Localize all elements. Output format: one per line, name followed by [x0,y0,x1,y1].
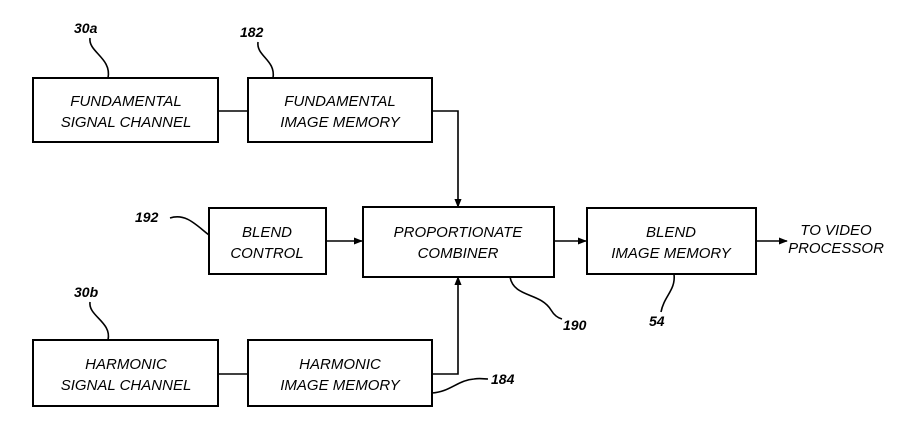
ref-numeral-190: 190 [563,317,587,333]
block-harmonic-image-memory-line2: IMAGE MEMORY [280,377,400,394]
output-label-line1: TO VIDEO [800,222,872,239]
leader-line-192 [170,217,209,235]
leader-line-54 [661,274,674,312]
ref-30b-group: 30b [74,284,108,340]
block-blend-control: BLEND CONTROL [209,208,326,274]
block-fundamental-signal-channel: FUNDAMENTAL SIGNAL CHANNEL [33,78,218,142]
block-harmonic-image-memory: HARMONIC IMAGE MEMORY [248,340,432,406]
block-harmonic-signal-channel: HARMONIC SIGNAL CHANNEL [33,340,218,406]
block-fundamental-image-memory-line2: IMAGE MEMORY [280,114,400,131]
ref-numeral-54: 54 [649,313,665,329]
ref-numeral-182: 182 [240,24,264,40]
leader-line-30b [90,302,109,340]
ref-182-group: 182 [240,24,273,78]
leader-line-184 [432,379,488,393]
ref-numeral-184: 184 [491,371,515,387]
block-fundamental-image-memory-line1: FUNDAMENTAL [284,93,395,110]
ref-192-group: 192 [135,209,209,235]
output-label-line2: PROCESSOR [788,240,884,257]
block-fundamental-signal-channel-line1: FUNDAMENTAL [70,93,181,110]
block-harmonic-signal-channel-line1: HARMONIC [85,356,167,373]
block-proportionate-combiner-line1: PROPORTIONATE [394,224,524,241]
output-label: TO VIDEO PROCESSOR [788,222,884,257]
leader-line-190 [510,277,562,319]
block-blend-image-memory-line2: IMAGE MEMORY [611,245,731,262]
block-fundamental-signal-channel-line2: SIGNAL CHANNEL [61,114,192,131]
block-blend-image-memory: BLEND IMAGE MEMORY [587,208,756,274]
leader-line-30a [90,38,109,78]
wire-harmonic-memory-to-combiner [432,277,458,374]
ref-190-group: 190 [510,277,587,333]
ref-numeral-30a: 30a [74,20,98,36]
ref-30a-group: 30a [74,20,108,78]
ref-numeral-30b: 30b [74,284,99,300]
block-fundamental-image-memory: FUNDAMENTAL IMAGE MEMORY [248,78,432,142]
ref-54-group: 54 [649,274,674,329]
block-harmonic-signal-channel-line2: SIGNAL CHANNEL [61,377,192,394]
block-proportionate-combiner-line2: COMBINER [418,245,499,262]
ref-numeral-192: 192 [135,209,159,225]
block-blend-control-line1: BLEND [242,224,292,241]
leader-line-182 [258,42,273,78]
block-proportionate-combiner: PROPORTIONATE COMBINER [363,207,554,277]
wire-fundamental-memory-to-combiner [432,111,458,207]
block-harmonic-image-memory-line1: HARMONIC [299,356,381,373]
block-blend-image-memory-line1: BLEND [646,224,696,241]
block-blend-control-line2: CONTROL [230,245,303,262]
